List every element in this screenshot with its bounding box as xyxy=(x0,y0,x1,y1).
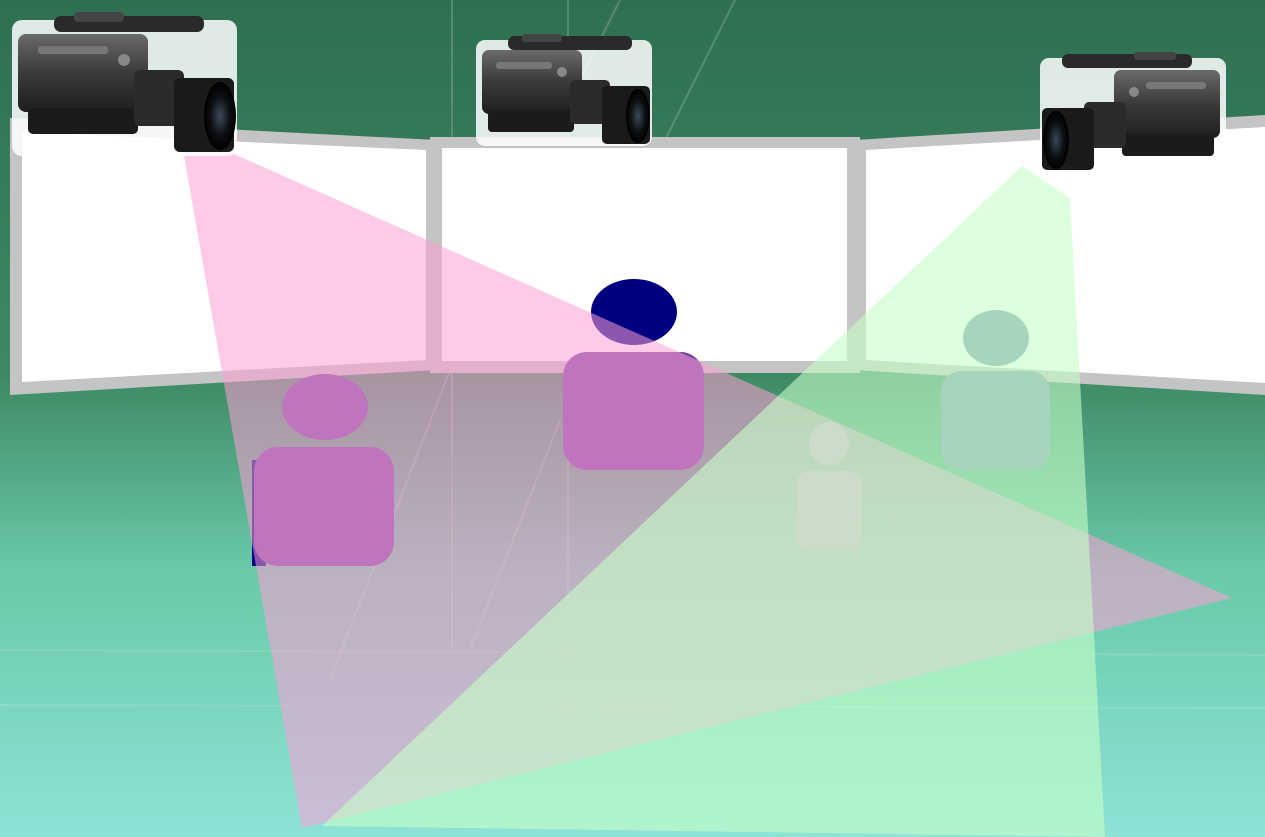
green-view-cone xyxy=(322,166,1105,837)
left-camera-icon xyxy=(12,12,237,156)
cameras xyxy=(12,12,1226,172)
right-camera-icon xyxy=(1040,52,1226,172)
center-camera-icon xyxy=(476,34,652,146)
view-cones xyxy=(183,150,1232,837)
